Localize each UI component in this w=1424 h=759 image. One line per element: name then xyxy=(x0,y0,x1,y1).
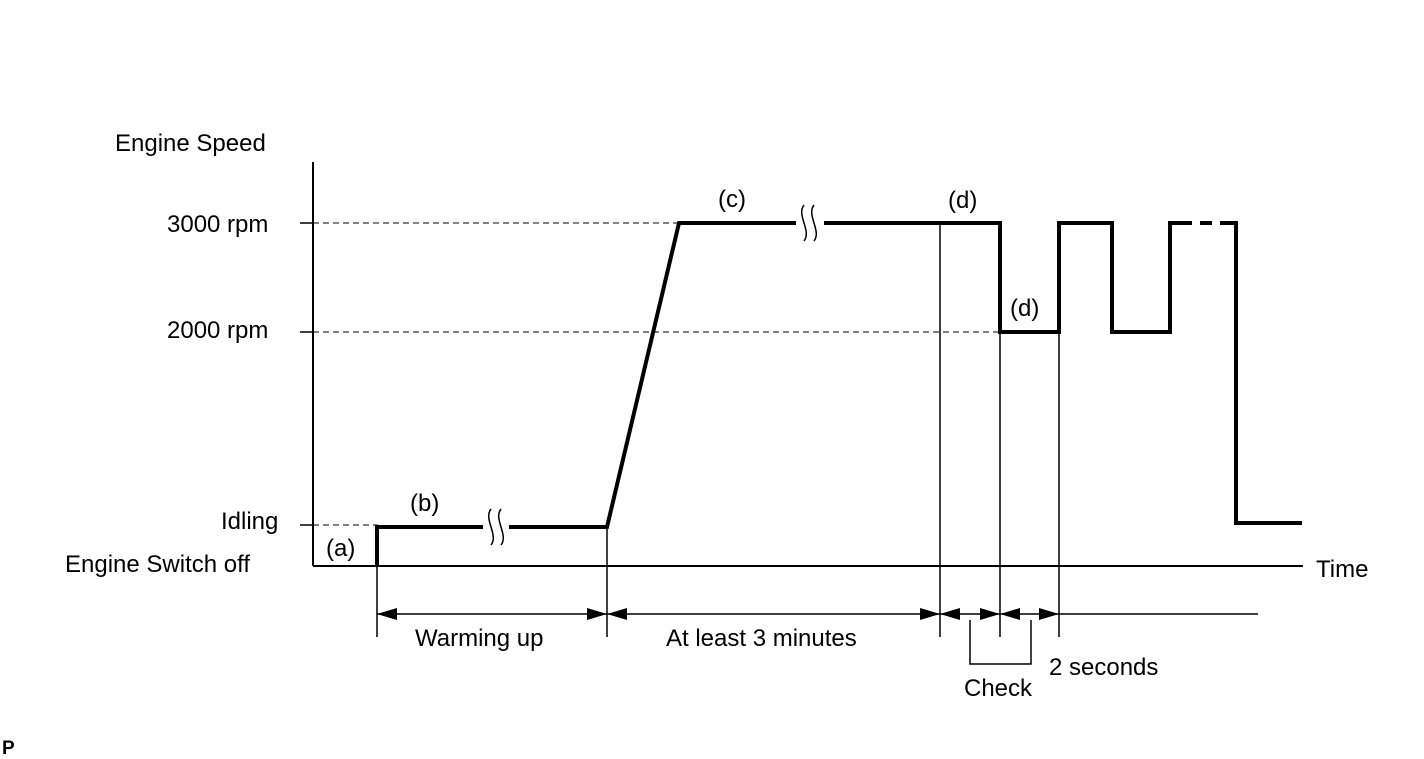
x-axis-title: Time xyxy=(1316,556,1368,583)
y-axis-title: Engine Speed xyxy=(115,130,266,157)
duration-label-at-least-3-minutes: At least 3 minutes xyxy=(666,625,857,652)
engine-speed-trace xyxy=(375,221,1180,566)
step-label-d-2000: (d) xyxy=(1010,295,1039,322)
two-seconds-label: 2 seconds xyxy=(1049,654,1158,681)
time-break-mark-c xyxy=(796,204,824,242)
step-label-c: (c) xyxy=(718,186,746,213)
duration-label-warming-up: Warming up xyxy=(415,625,543,652)
arrowhead-d2-right xyxy=(1039,608,1059,620)
check-label: Check xyxy=(964,675,1033,702)
step-label-a: (a) xyxy=(326,535,355,562)
level-label-idling: Idling xyxy=(221,508,278,535)
arrowhead-warming-left xyxy=(377,608,397,620)
check-bracket xyxy=(969,620,1032,665)
step-label-d-3000: (d) xyxy=(948,187,977,214)
arrowhead-3min-right xyxy=(920,608,940,620)
arrowhead-d1-left xyxy=(940,608,960,620)
level-label-engine-switch-off: Engine Switch off xyxy=(65,551,250,578)
arrowhead-d2-left xyxy=(1000,608,1020,620)
arrowhead-warming-right xyxy=(587,608,607,620)
arrowhead-3min-left xyxy=(607,608,627,620)
engine-speed-trace-end xyxy=(1225,221,1302,525)
corner-mark: P xyxy=(2,738,15,759)
arrowhead-d1-right xyxy=(980,608,1000,620)
level-label-2000rpm: 2000 rpm xyxy=(167,317,268,344)
step-label-b: (b) xyxy=(410,490,439,517)
time-break-mark-b xyxy=(483,508,509,546)
level-label-3000rpm: 3000 rpm xyxy=(167,211,268,238)
